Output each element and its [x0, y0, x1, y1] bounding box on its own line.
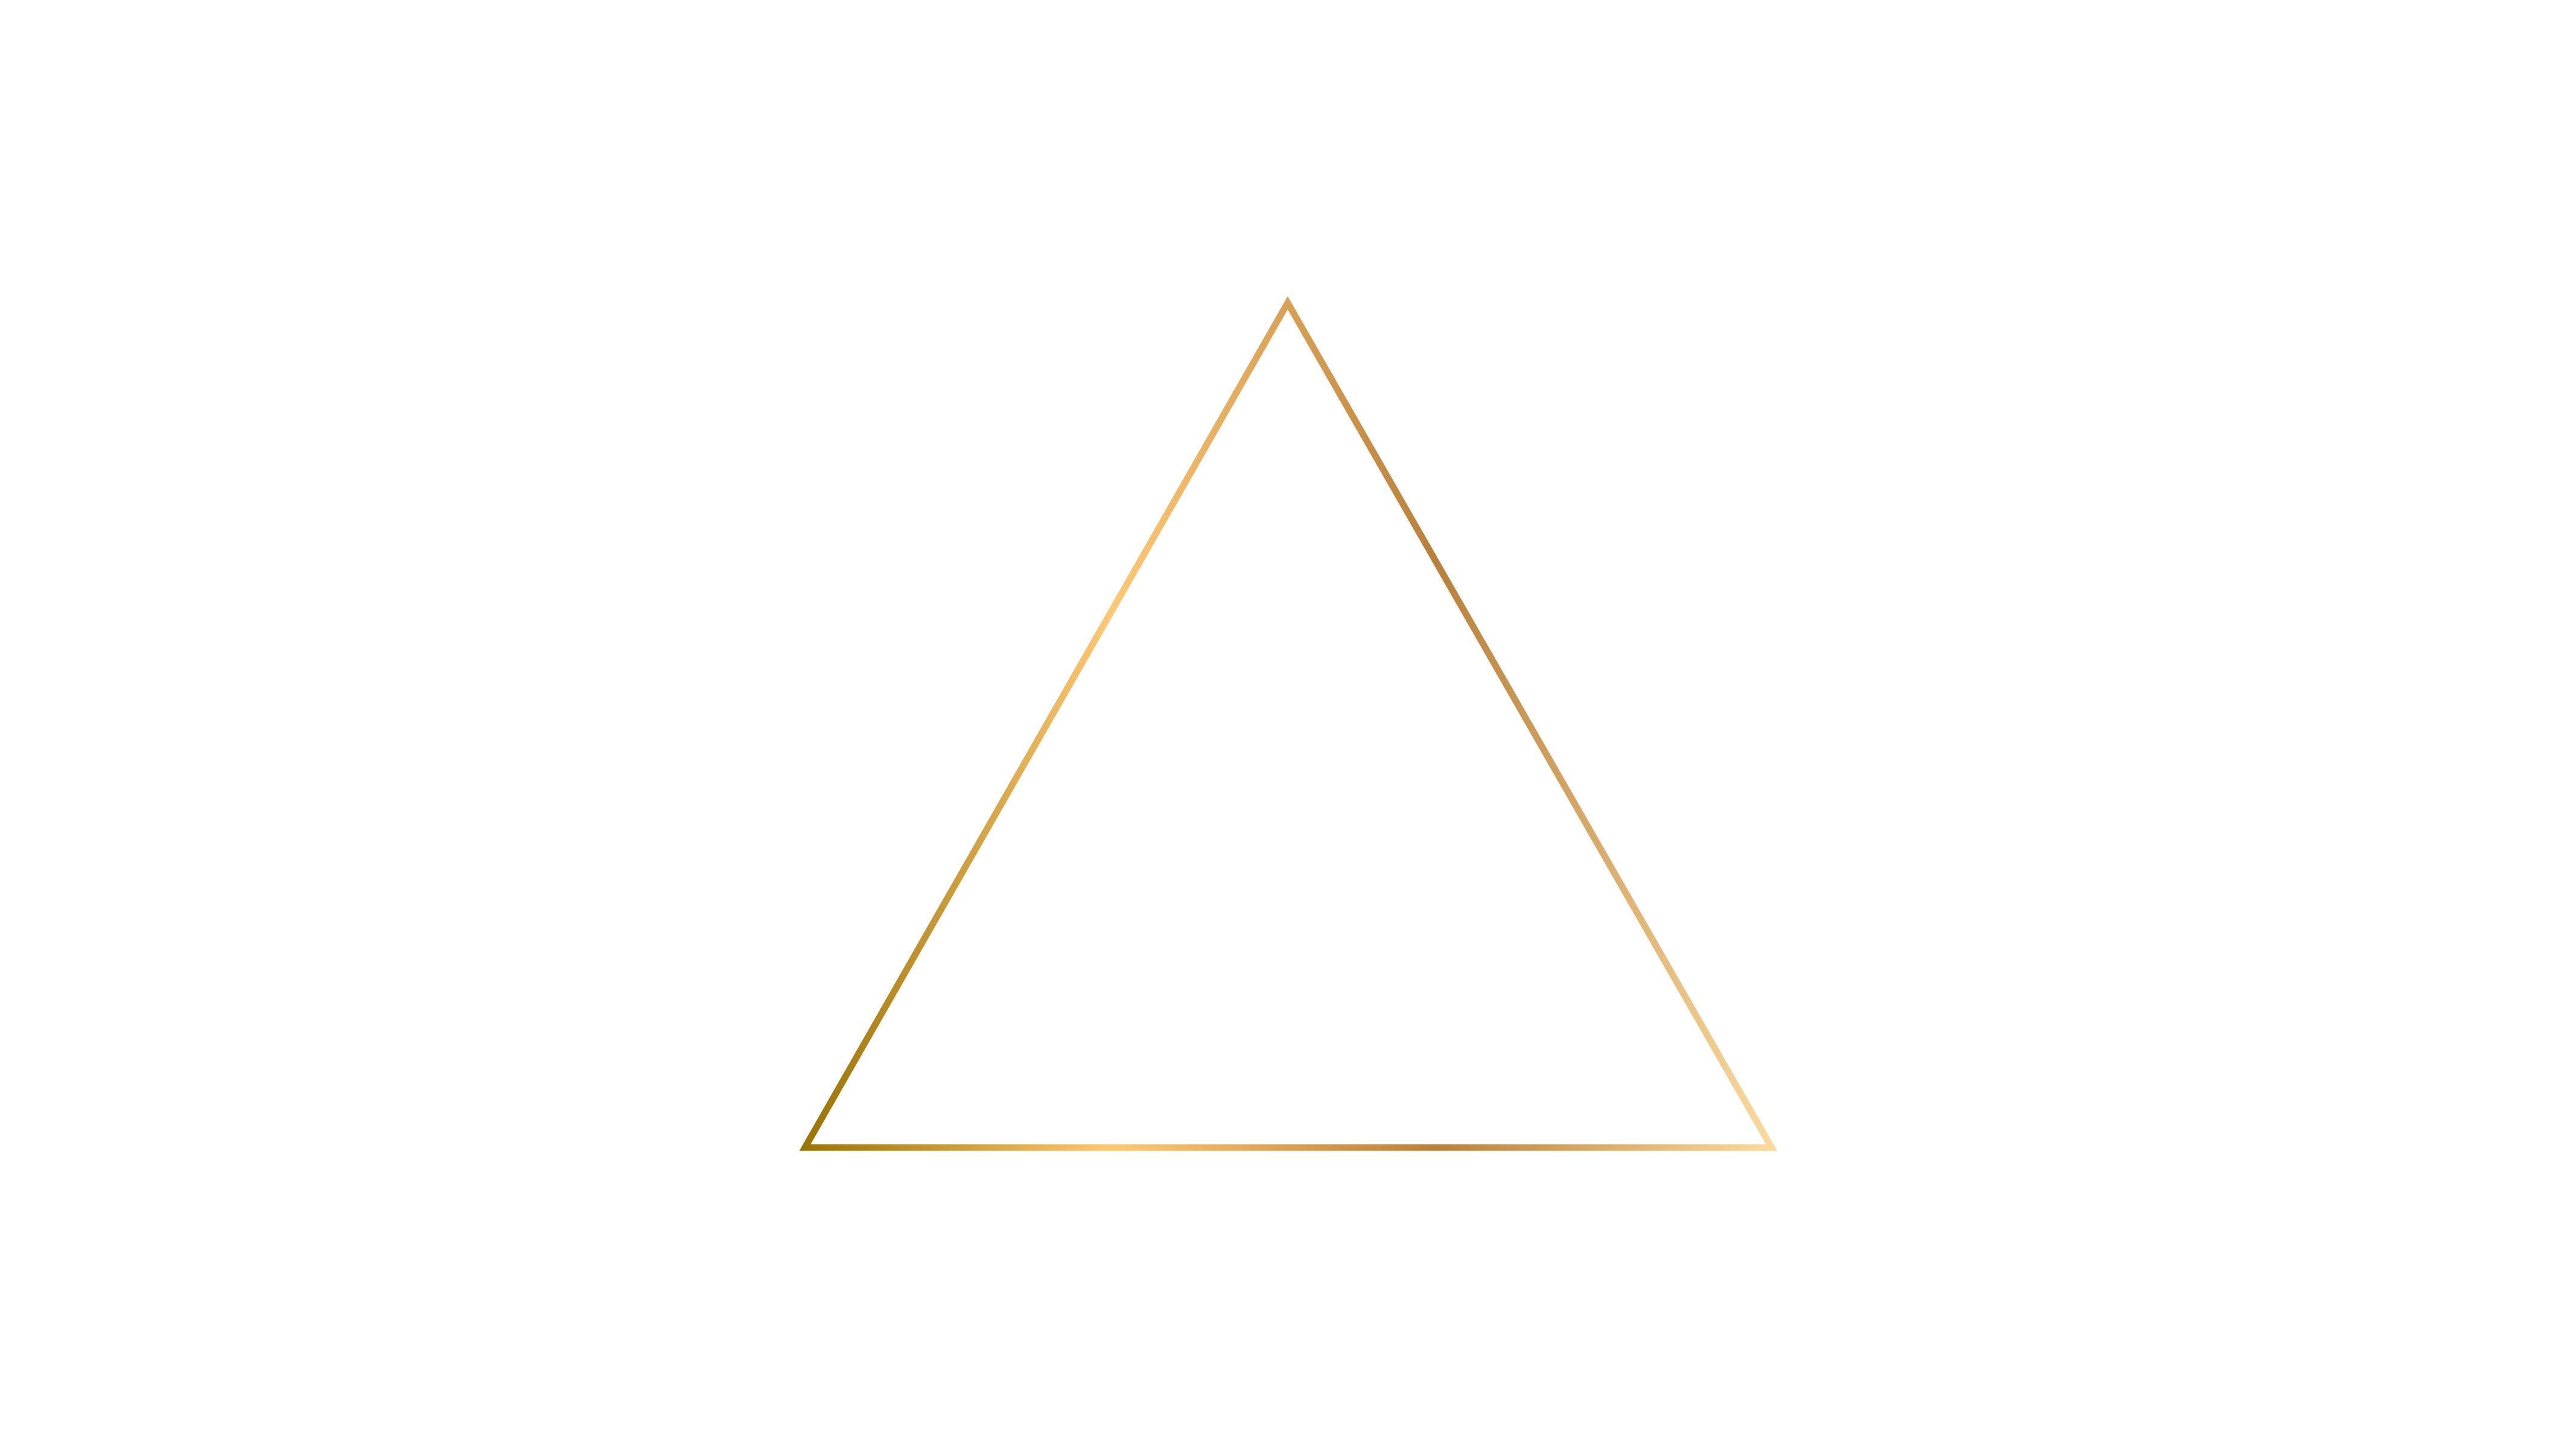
- gold-triangle-outline: [799, 296, 1778, 1151]
